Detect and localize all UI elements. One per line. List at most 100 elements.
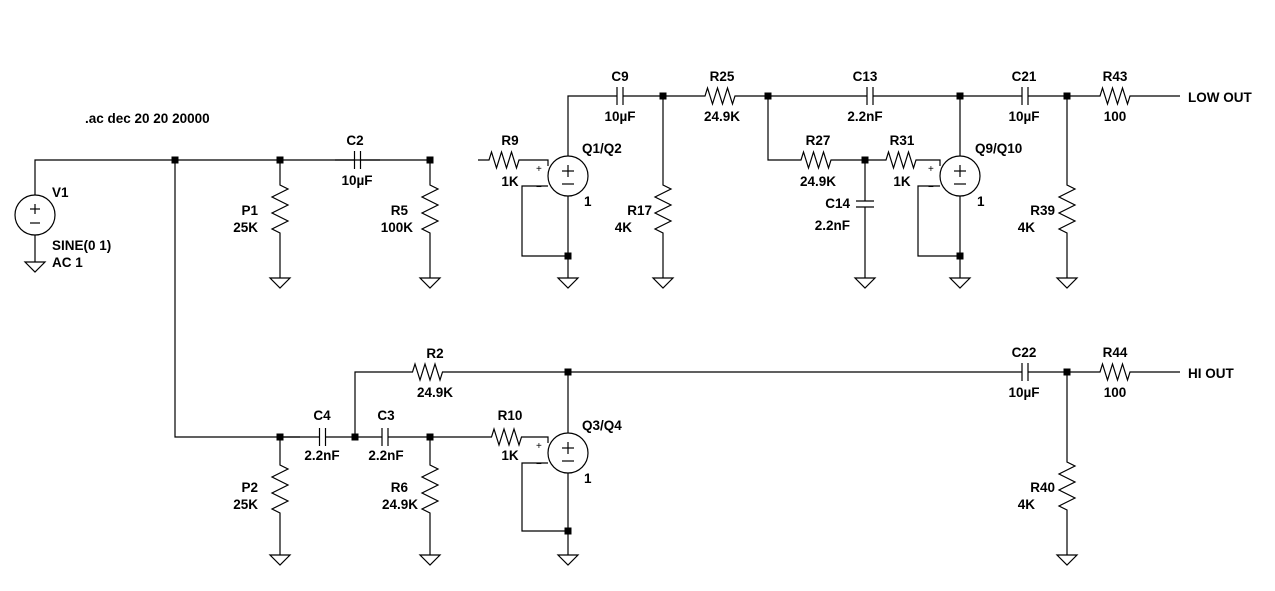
label-Q1-value: 1	[584, 194, 592, 209]
label-R27-name: R27	[806, 133, 831, 148]
wire	[521, 462, 568, 532]
junction-dot	[861, 156, 869, 164]
wire	[174, 160, 300, 438]
label-R5-name: R5	[391, 203, 409, 218]
label-Q3-value: 1	[584, 471, 592, 486]
label-R27-value: 24.9K	[800, 174, 836, 189]
resistor-R43	[1090, 85, 1140, 107]
label-C2-name: C2	[346, 133, 363, 148]
label-V1: V1	[52, 185, 69, 200]
junction-dot	[659, 92, 667, 100]
opamp-Q9-Q10	[939, 155, 981, 197]
label-R10-value: 1K	[501, 448, 519, 463]
resistor-R9	[478, 149, 530, 171]
ground-symbol	[268, 277, 292, 289]
label-Q9-value: 1	[977, 194, 985, 209]
junction-dot	[956, 252, 964, 260]
wire	[917, 185, 960, 257]
resistor-R25	[695, 85, 745, 107]
label-R40-value: 4K	[1018, 497, 1036, 512]
junction-dot	[764, 92, 772, 100]
label-Q9-name: Q9/Q10	[975, 141, 1022, 156]
junction-dot	[564, 368, 572, 376]
minus-pin-label: −	[536, 459, 542, 470]
junction-dot	[351, 433, 359, 441]
label-C2-value: 10µF	[341, 173, 372, 188]
ground-symbol	[1055, 554, 1079, 566]
label-C4-value: 2.2nF	[304, 448, 339, 463]
label-R6-value: 24.9K	[382, 497, 418, 512]
label-R5-value: 100K	[381, 220, 414, 235]
resistor-R6	[420, 458, 440, 520]
minus-pin-label: −	[928, 182, 934, 193]
label-C4-name: C4	[313, 408, 331, 423]
label-R25-name: R25	[710, 69, 735, 84]
capacitor-C4	[300, 428, 345, 446]
resistor-R27	[790, 149, 842, 171]
junction-dot	[171, 156, 179, 164]
label-C14-name: C14	[825, 196, 850, 211]
resistor-P2	[270, 458, 290, 520]
resistor-R44	[1090, 361, 1140, 383]
label-R39-name: R39	[1030, 203, 1055, 218]
ground-symbol	[651, 277, 675, 289]
junction-dot	[276, 156, 284, 164]
label-R44-name: R44	[1103, 345, 1128, 360]
ground-symbol	[23, 261, 47, 273]
wire	[530, 159, 549, 166]
ground-symbol	[1055, 277, 1079, 289]
label-R31-name: R31	[890, 133, 915, 148]
resistor-R31	[880, 149, 922, 171]
ground-symbol	[948, 277, 972, 289]
label-C14-value: 2.2nF	[815, 218, 850, 233]
label-R17-value: 4K	[615, 220, 633, 235]
capacitor-C3	[365, 428, 405, 446]
label-R2-value: 24.9K	[417, 385, 453, 400]
junction-dot	[564, 252, 572, 260]
junction-dot	[1063, 92, 1071, 100]
resistor-R17	[653, 178, 673, 240]
label-R10-name: R10	[498, 408, 523, 423]
label-C21-value: 10µF	[1008, 109, 1039, 124]
junction-dot	[564, 527, 572, 535]
plus-pin-label: +	[536, 441, 542, 452]
label-V1-value: SINE(0 1)	[52, 238, 111, 253]
label-P1-name: P1	[241, 203, 258, 218]
plus-pin-label: +	[536, 164, 542, 175]
capacitor-C13	[835, 87, 905, 105]
label-V1-ac: AC 1	[52, 255, 83, 270]
label-R31-value: 1K	[893, 174, 911, 189]
spice-directive: .ac dec 20 20 20000	[85, 111, 210, 126]
ground-symbol	[853, 277, 877, 289]
ground-symbol	[418, 277, 442, 289]
label-R39-value: 4K	[1018, 220, 1036, 235]
voltage-source	[14, 194, 56, 236]
label-C13-value: 2.2nF	[847, 109, 882, 124]
opamp-Q3-Q4	[547, 432, 589, 474]
resistor-R39	[1057, 178, 1077, 240]
label-R40-name: R40	[1030, 480, 1055, 495]
ground-symbol	[268, 554, 292, 566]
label-P2-value: 25K	[233, 497, 258, 512]
resistor-R2	[400, 361, 455, 383]
wire	[530, 436, 549, 443]
resistor-R5	[420, 178, 440, 240]
label-C3-value: 2.2nF	[368, 448, 403, 463]
wire	[354, 371, 400, 437]
label-Q1-name: Q1/Q2	[582, 141, 622, 156]
wire	[922, 159, 941, 166]
label-C22-name: C22	[1012, 345, 1037, 360]
label-R17-name: R17	[627, 203, 652, 218]
label-P1-value: 25K	[233, 220, 258, 235]
label-R9-value: 1K	[501, 174, 519, 189]
ground-symbol	[418, 554, 442, 566]
label-hi-out: HI OUT	[1188, 366, 1235, 381]
label-P2-name: P2	[241, 480, 258, 495]
minus-pin-label: −	[536, 182, 542, 193]
label-C13-name: C13	[853, 69, 878, 84]
ground-symbol	[556, 554, 580, 566]
junction-dot	[1063, 368, 1071, 376]
plus-pin-label: +	[928, 164, 934, 175]
wire	[567, 95, 600, 156]
label-low-out: LOW OUT	[1188, 90, 1252, 105]
